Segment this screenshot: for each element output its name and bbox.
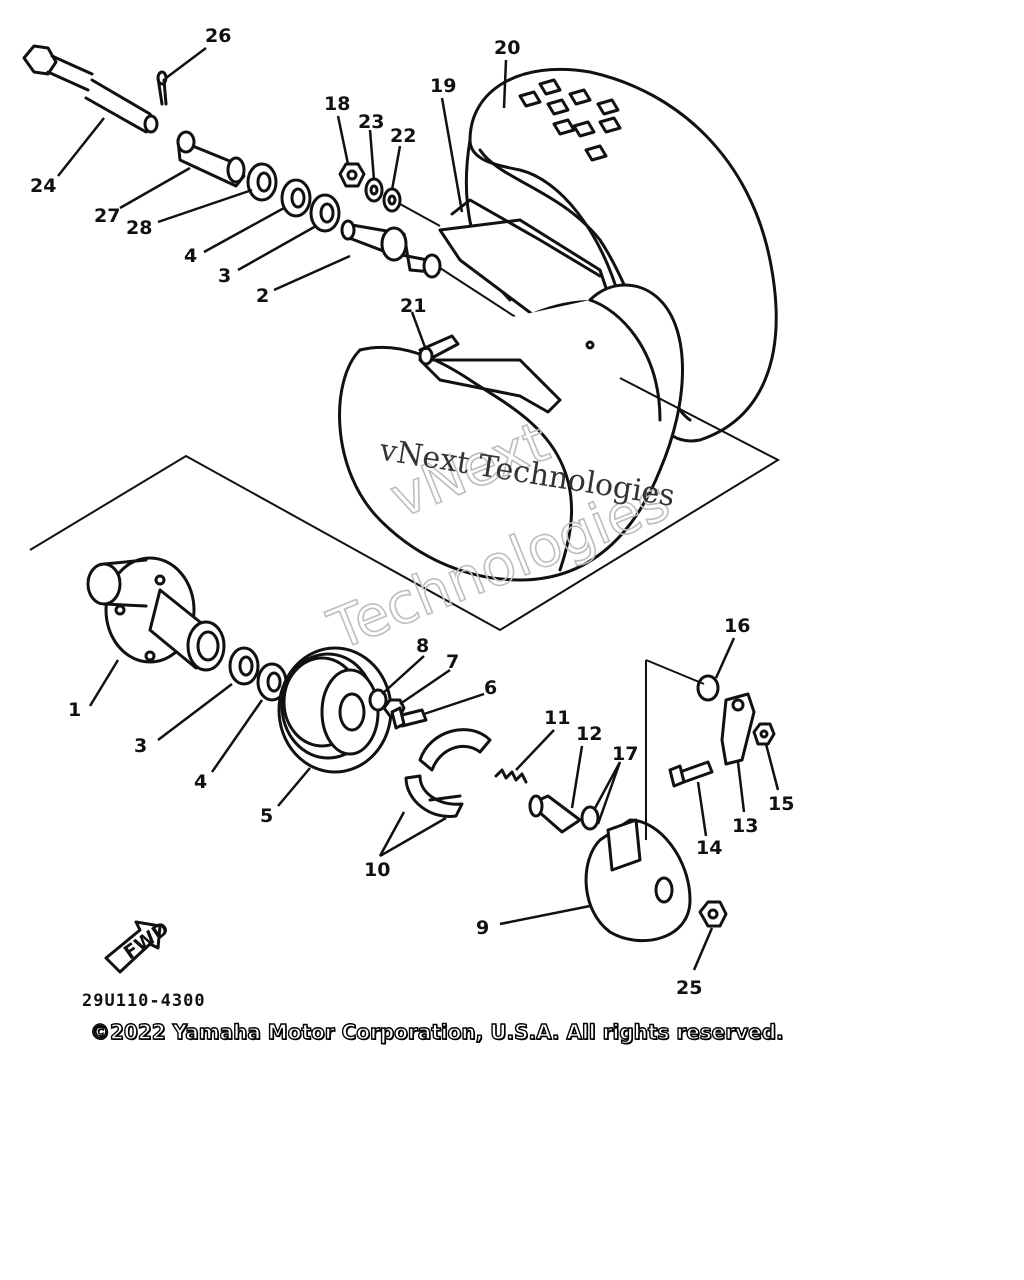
wheel-hub <box>86 556 226 672</box>
axle-nut <box>698 900 728 928</box>
brake-panel <box>584 818 692 943</box>
callout-10: 10 <box>364 859 390 881</box>
oil-seal <box>246 162 278 202</box>
callout-11: 11 <box>544 707 570 729</box>
cam-lever <box>720 692 756 766</box>
leader-lines <box>57 47 780 971</box>
callout-27: 27 <box>94 205 120 227</box>
callout-3-upper: 3 <box>218 265 231 287</box>
callout-numbers: 26 20 19 18 23 22 24 27 28 4 3 2 21 16 8… <box>30 25 794 999</box>
bearing-upper-4 <box>280 178 312 218</box>
cotter-pin <box>156 70 168 106</box>
callout-12: 12 <box>576 723 602 745</box>
callout-8: 8 <box>416 635 429 657</box>
brake-shoes <box>404 728 492 818</box>
assembly-outline <box>29 377 781 632</box>
callout-17: 17 <box>612 743 638 765</box>
fwd-arrow-icon: FWD <box>104 918 173 974</box>
tire-tread-blocks <box>518 78 622 162</box>
callout-15: 15 <box>768 793 794 815</box>
bolt-6 <box>390 706 428 730</box>
spacer <box>340 219 521 321</box>
washer-22 <box>382 187 402 213</box>
callout-25: 25 <box>676 977 702 999</box>
copyright-notice: ©2022 Yamaha Motor Corporation, U.S.A. A… <box>89 1019 784 1044</box>
callout-4-upper: 4 <box>184 245 197 267</box>
axle-bolt <box>22 44 159 134</box>
o-ring <box>580 805 600 831</box>
callout-14: 14 <box>696 837 722 859</box>
cam-lever-bolt <box>668 760 714 788</box>
bearing-lower-3 <box>228 646 260 686</box>
lever-nut <box>752 722 776 746</box>
washer-23 <box>364 177 384 203</box>
callout-18: 18 <box>324 93 350 115</box>
washer-8 <box>368 688 388 712</box>
panel-assembly-line <box>645 659 705 840</box>
callout-6: 6 <box>484 677 497 699</box>
collar <box>176 130 246 188</box>
callout-9: 9 <box>476 917 489 939</box>
callout-20: 20 <box>494 37 520 59</box>
callout-5: 5 <box>260 805 273 827</box>
callout-4-lower: 4 <box>194 771 207 793</box>
nut <box>338 162 366 188</box>
callout-24: 24 <box>30 175 56 197</box>
callout-3-lower: 3 <box>134 735 147 757</box>
callout-26: 26 <box>205 25 231 47</box>
dust-seal <box>696 674 720 702</box>
callout-16: 16 <box>724 615 750 637</box>
callout-23: 23 <box>358 111 384 133</box>
callout-22: 22 <box>390 125 416 147</box>
callout-28: 28 <box>126 217 152 239</box>
callout-19: 19 <box>430 75 456 97</box>
callout-2: 2 <box>256 285 269 307</box>
callout-1: 1 <box>68 699 81 721</box>
bearing-upper-3 <box>309 193 341 233</box>
brake-camshaft <box>528 794 582 834</box>
callout-21: 21 <box>400 295 426 317</box>
plate-number: 29U110-4300 <box>82 991 206 1011</box>
callout-7: 7 <box>446 651 459 673</box>
return-spring <box>494 768 528 784</box>
callout-13: 13 <box>732 815 758 837</box>
